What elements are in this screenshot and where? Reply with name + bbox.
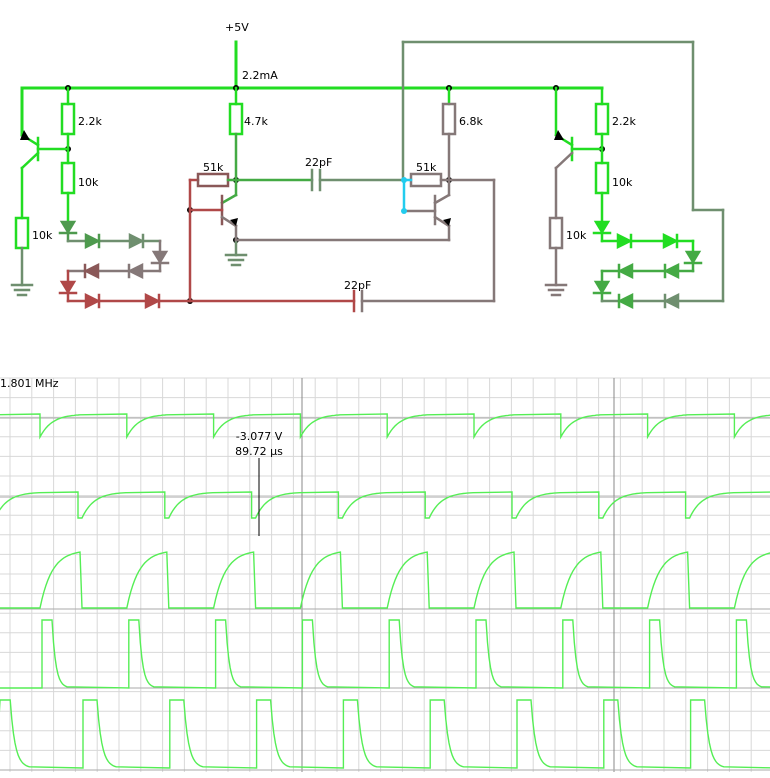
scope-cursor-time: 89.72 µs (235, 445, 283, 458)
label-base-right: 51k (416, 161, 437, 174)
center-left-arrow (230, 218, 238, 226)
scope-trace-5 (0, 699, 770, 769)
center-right-transistor[interactable] (188, 40, 725, 313)
left-transistor-arrow (20, 130, 30, 140)
resistor-center[interactable] (228, 102, 244, 136)
label-right-collector: 2.2k (612, 115, 636, 128)
scope-grid (0, 377, 770, 772)
label-base-left: 51k (203, 161, 224, 174)
resistor-right-upper[interactable] (594, 161, 610, 195)
resistor-base-left[interactable] (196, 172, 230, 188)
label-cap-bottom: 22pF (344, 279, 371, 292)
right-transistor-arrow (554, 130, 564, 140)
scope-traces (0, 413, 770, 769)
resistor-right-ground[interactable] (548, 216, 564, 250)
resistor-right-collector[interactable] (594, 102, 610, 136)
scope-frequency: 1.801 MHz (0, 377, 59, 390)
scope-trace-1 (0, 413, 770, 440)
oscilloscope-panel[interactable]: 1.801 MHz -3.077 V 89.72 µs (0, 377, 770, 772)
resistor-left-upper[interactable] (60, 161, 76, 195)
circuit-schematic[interactable]: +5V 2.2mA 2. (10, 21, 725, 313)
resistor-right-center[interactable] (441, 102, 457, 136)
scope-trace-4 (0, 619, 770, 689)
supply-current-label: 2.2mA (242, 69, 278, 82)
label-right-upper: 10k (612, 176, 633, 189)
supply-label: +5V (225, 21, 249, 34)
right-diode-ladder[interactable] (592, 220, 725, 310)
resistor-left-collector[interactable] (60, 102, 76, 136)
label-right-center: 6.8k (459, 115, 483, 128)
right-transistor-stage[interactable] (554, 86, 610, 224)
label-left-ground: 10k (32, 229, 53, 242)
scope-trace-3 (0, 551, 770, 609)
scope-cursor-voltage: -3.077 V (236, 430, 283, 443)
supply-rail[interactable] (20, 40, 604, 137)
resistor-left-ground[interactable] (14, 216, 30, 250)
resistor-base-right[interactable] (409, 172, 443, 188)
label-left-collector: 2.2k (78, 115, 102, 128)
scope-trace-2 (0, 491, 770, 519)
label-left-upper: 10k (78, 176, 99, 189)
left-diode-ladder[interactable] (58, 220, 192, 310)
center-right-arrow (443, 218, 451, 226)
label-cap-top: 22pF (305, 156, 332, 169)
label-right-ground: 10k (566, 229, 587, 242)
center-left-transistor[interactable] (188, 86, 451, 303)
label-center: 4.7k (244, 115, 268, 128)
